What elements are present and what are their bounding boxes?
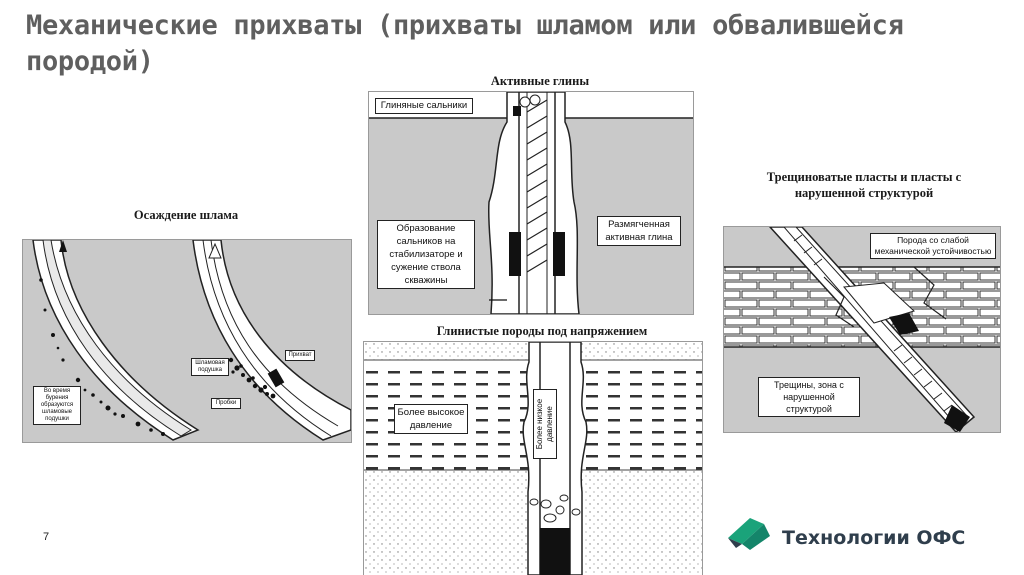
stressed-caption: Глинистые породы под напряжением <box>436 324 648 338</box>
low-pressure-label: Более низкое давление <box>533 389 557 459</box>
cuttings-note-label: Во время бурения образуются шламовые под… <box>33 386 81 425</box>
brand-name: Технологии ОФС <box>782 527 966 549</box>
page-number: 7 <box>43 531 50 543</box>
cuttings-diagram: Во время бурения образуются шламовые под… <box>22 239 352 443</box>
weak-rock-label: Порода со слабой механической устойчивос… <box>870 233 996 259</box>
cracks-label: Трещины, зона с нарушенной структурой <box>758 377 860 417</box>
balling-label: Глиняные сальники <box>375 98 473 114</box>
stressed-diagram: Более высокое давление Более низкое давл… <box>363 341 703 575</box>
fractured-caption: Трещиноватые пласты и пласты с нарушенно… <box>766 170 962 200</box>
fractured-diagram: Порода со слабой механической устойчивос… <box>723 226 1001 433</box>
ofs-logo-icon <box>724 514 774 558</box>
plugs-label: Пробки <box>211 398 241 409</box>
stabilizer-label: Образование сальников на стабилизаторе и… <box>377 220 475 289</box>
softened-clay-label: Размягченная активная глина <box>597 216 681 246</box>
stuck-label: Прихват <box>285 350 315 361</box>
fractured-illustration <box>724 227 1000 432</box>
cuttings-caption: Осаждение шлама <box>133 208 239 222</box>
slide-title: Механические прихваты (прихваты шламом и… <box>26 10 904 77</box>
high-pressure-label: Более высокое давление <box>394 404 468 434</box>
clays-caption: Активные глины <box>490 74 590 88</box>
clays-diagram: Глиняные сальники Образование сальников … <box>368 91 694 315</box>
cuttings-bed-label: Шламовая подушка <box>191 358 229 376</box>
